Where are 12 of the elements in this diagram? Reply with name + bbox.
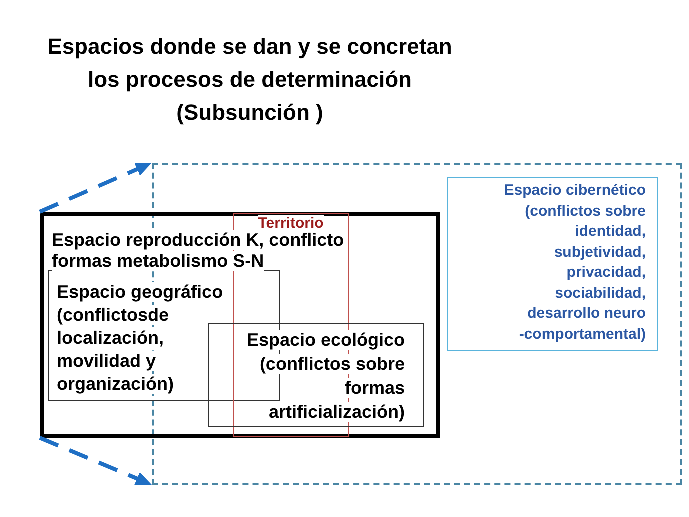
box-text: (conflictos sobre identidad, subjetividad, privacidad, sociabilidad, desarrollo neuro -comportamental) (518, 202, 646, 344)
cyber-space-box (447, 177, 658, 351)
arrow (39, 436, 153, 487)
box-text: (conflictos sobre formas artificialización) (258, 353, 405, 424)
box-heading: Espacio reproducción K, conflicto formas metabolismo S-N (52, 230, 346, 272)
box-heading: Espacio geográfico (57, 281, 224, 304)
box-heading: Espacio cibernético (504, 181, 646, 201)
box-heading: Espacio ecológico (246, 329, 405, 352)
box-text: (conflictosde localización, movilidad y organización) (57, 304, 176, 396)
arrow (39, 161, 153, 214)
title: Espacios donde se dan y se concretan los procesos de determinación (Subsunción ) (46, 33, 454, 127)
ecological-space-box (208, 323, 424, 427)
